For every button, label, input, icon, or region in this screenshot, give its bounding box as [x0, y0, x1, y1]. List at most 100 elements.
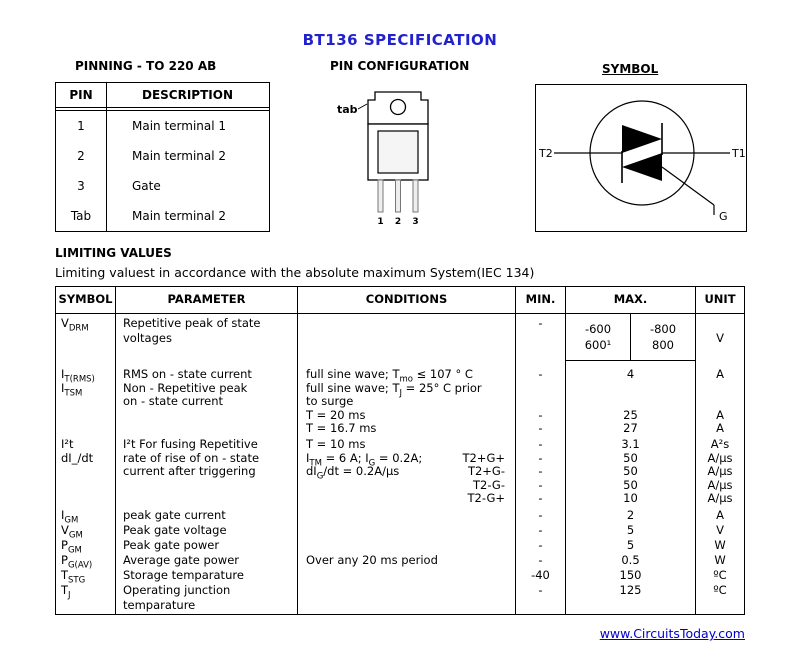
value-line: -: [538, 437, 543, 451]
lv-cell-min: -: [516, 314, 566, 366]
mounting-hole-icon: [389, 98, 407, 116]
value-line: I²t: [61, 437, 74, 451]
lv-header-parameter: PARAMETER: [116, 287, 298, 313]
value-line: on - state current: [123, 394, 224, 408]
pin-number: Tab: [70, 209, 92, 223]
lv-header-max: MAX.: [566, 287, 696, 313]
lv-cell-sym: VDRM: [56, 314, 116, 366]
lv-cell-cond: Over any 20 ms period: [298, 506, 516, 614]
value-line: W: [714, 553, 726, 567]
pin-description: Main terminal 2: [132, 209, 227, 223]
gate-lead-line: [661, 166, 715, 206]
value-line: Storage temparature: [123, 568, 244, 582]
value-line: current after triggering: [123, 464, 256, 478]
value-line: 3.1: [621, 437, 640, 451]
value-line: V: [716, 331, 724, 345]
pin-description: Main terminal 1: [132, 119, 227, 133]
pin-number-label: 1: [377, 217, 383, 227]
value-line: VGM: [61, 523, 83, 541]
pin-number: 2: [77, 149, 85, 163]
description-column-header: DESCRIPTION: [141, 88, 233, 102]
value-line: full sine wave; TJ = 25° C prior: [306, 380, 482, 398]
value-line: 25: [623, 407, 638, 422]
value-line: 27: [623, 421, 638, 435]
cond-right: T2-G-: [473, 477, 505, 492]
value-line: full sine wave; Tmo ≤ 107 ° C: [306, 367, 473, 385]
value-line: A: [716, 508, 724, 522]
value-line: A: [716, 367, 724, 381]
tab-label: tab: [337, 103, 358, 116]
value-line: temparature: [123, 598, 196, 612]
value-line: PG(AV): [61, 553, 93, 571]
value-line: -: [538, 523, 543, 537]
value-line: A/μs: [707, 491, 733, 505]
pinning-heading: PINNING - TO 220 AB: [75, 59, 217, 73]
value-line: I²t For fusing Repetitive: [123, 437, 258, 451]
value-line: A²s: [710, 437, 730, 451]
value-line: A/μs: [707, 464, 733, 478]
triac-symbol-drawing: T2 T1 G: [538, 100, 746, 223]
value-line: -: [538, 407, 543, 422]
value-line: Non - Repetitive peak: [123, 380, 248, 395]
value-line: T = 16.7 ms: [306, 421, 377, 435]
lv-header-symbol: SYMBOL: [56, 287, 116, 313]
value-line: IGM: [61, 508, 79, 526]
value-line: peak gate current: [123, 508, 226, 522]
value-line: -: [538, 421, 543, 435]
t2-terminal-label: T2: [538, 147, 553, 160]
tab-pointer-line: [357, 103, 368, 110]
cond-right: T2-G+: [467, 491, 505, 505]
value-line: [566, 382, 695, 396]
value-line: TSTG: [61, 568, 86, 586]
cond-right: T2+G+: [462, 450, 505, 465]
t1-terminal-label: T1: [731, 147, 746, 160]
value-line: -: [538, 553, 543, 567]
table-row: 2 Main terminal 2: [56, 141, 269, 171]
value-line: -: [538, 464, 543, 478]
value-line: Repetitive peak of state: [123, 316, 261, 330]
footer-link[interactable]: www.CircuitsToday.com: [599, 626, 745, 641]
lv-cell-cond: [298, 314, 516, 366]
value-line: -: [538, 538, 543, 552]
to220-package-drawing: tab 1 2 3: [337, 91, 429, 227]
pin-configuration-heading: PIN CONFIGURATION: [330, 59, 470, 73]
value-line: [516, 382, 565, 396]
value-line: -800: [649, 322, 677, 336]
value-line: Peak gate power: [123, 538, 220, 552]
value-line: 50: [623, 477, 638, 492]
value-line: 50: [623, 464, 638, 478]
value-line: voltages: [123, 331, 172, 345]
value-line: T = 20 ms: [306, 407, 366, 422]
value-line: V: [716, 523, 724, 537]
value-line: to surge: [306, 394, 354, 408]
value-line: -600: [584, 322, 612, 336]
value-line: Over any 20 ms period: [306, 553, 438, 567]
lv-header-min: MIN.: [516, 287, 566, 313]
cond-left: dIG/dt = 0.2A/μs: [306, 464, 400, 482]
value-line: VDRM: [61, 316, 89, 334]
value-line: [306, 538, 505, 553]
pin-table-header-row: PIN DESCRIPTION: [56, 83, 269, 108]
cond-left: ITM = 6 A; IG = 0.2A;: [306, 450, 423, 468]
table-row: 1 Main terminal 1: [56, 111, 269, 141]
value-line: -: [538, 583, 543, 597]
pinning-table: PIN DESCRIPTION 1 Main terminal 1 2 Main…: [55, 82, 270, 232]
lv-cell-min: -----40-: [516, 506, 566, 614]
lv-cell-min: ---: [516, 366, 566, 436]
